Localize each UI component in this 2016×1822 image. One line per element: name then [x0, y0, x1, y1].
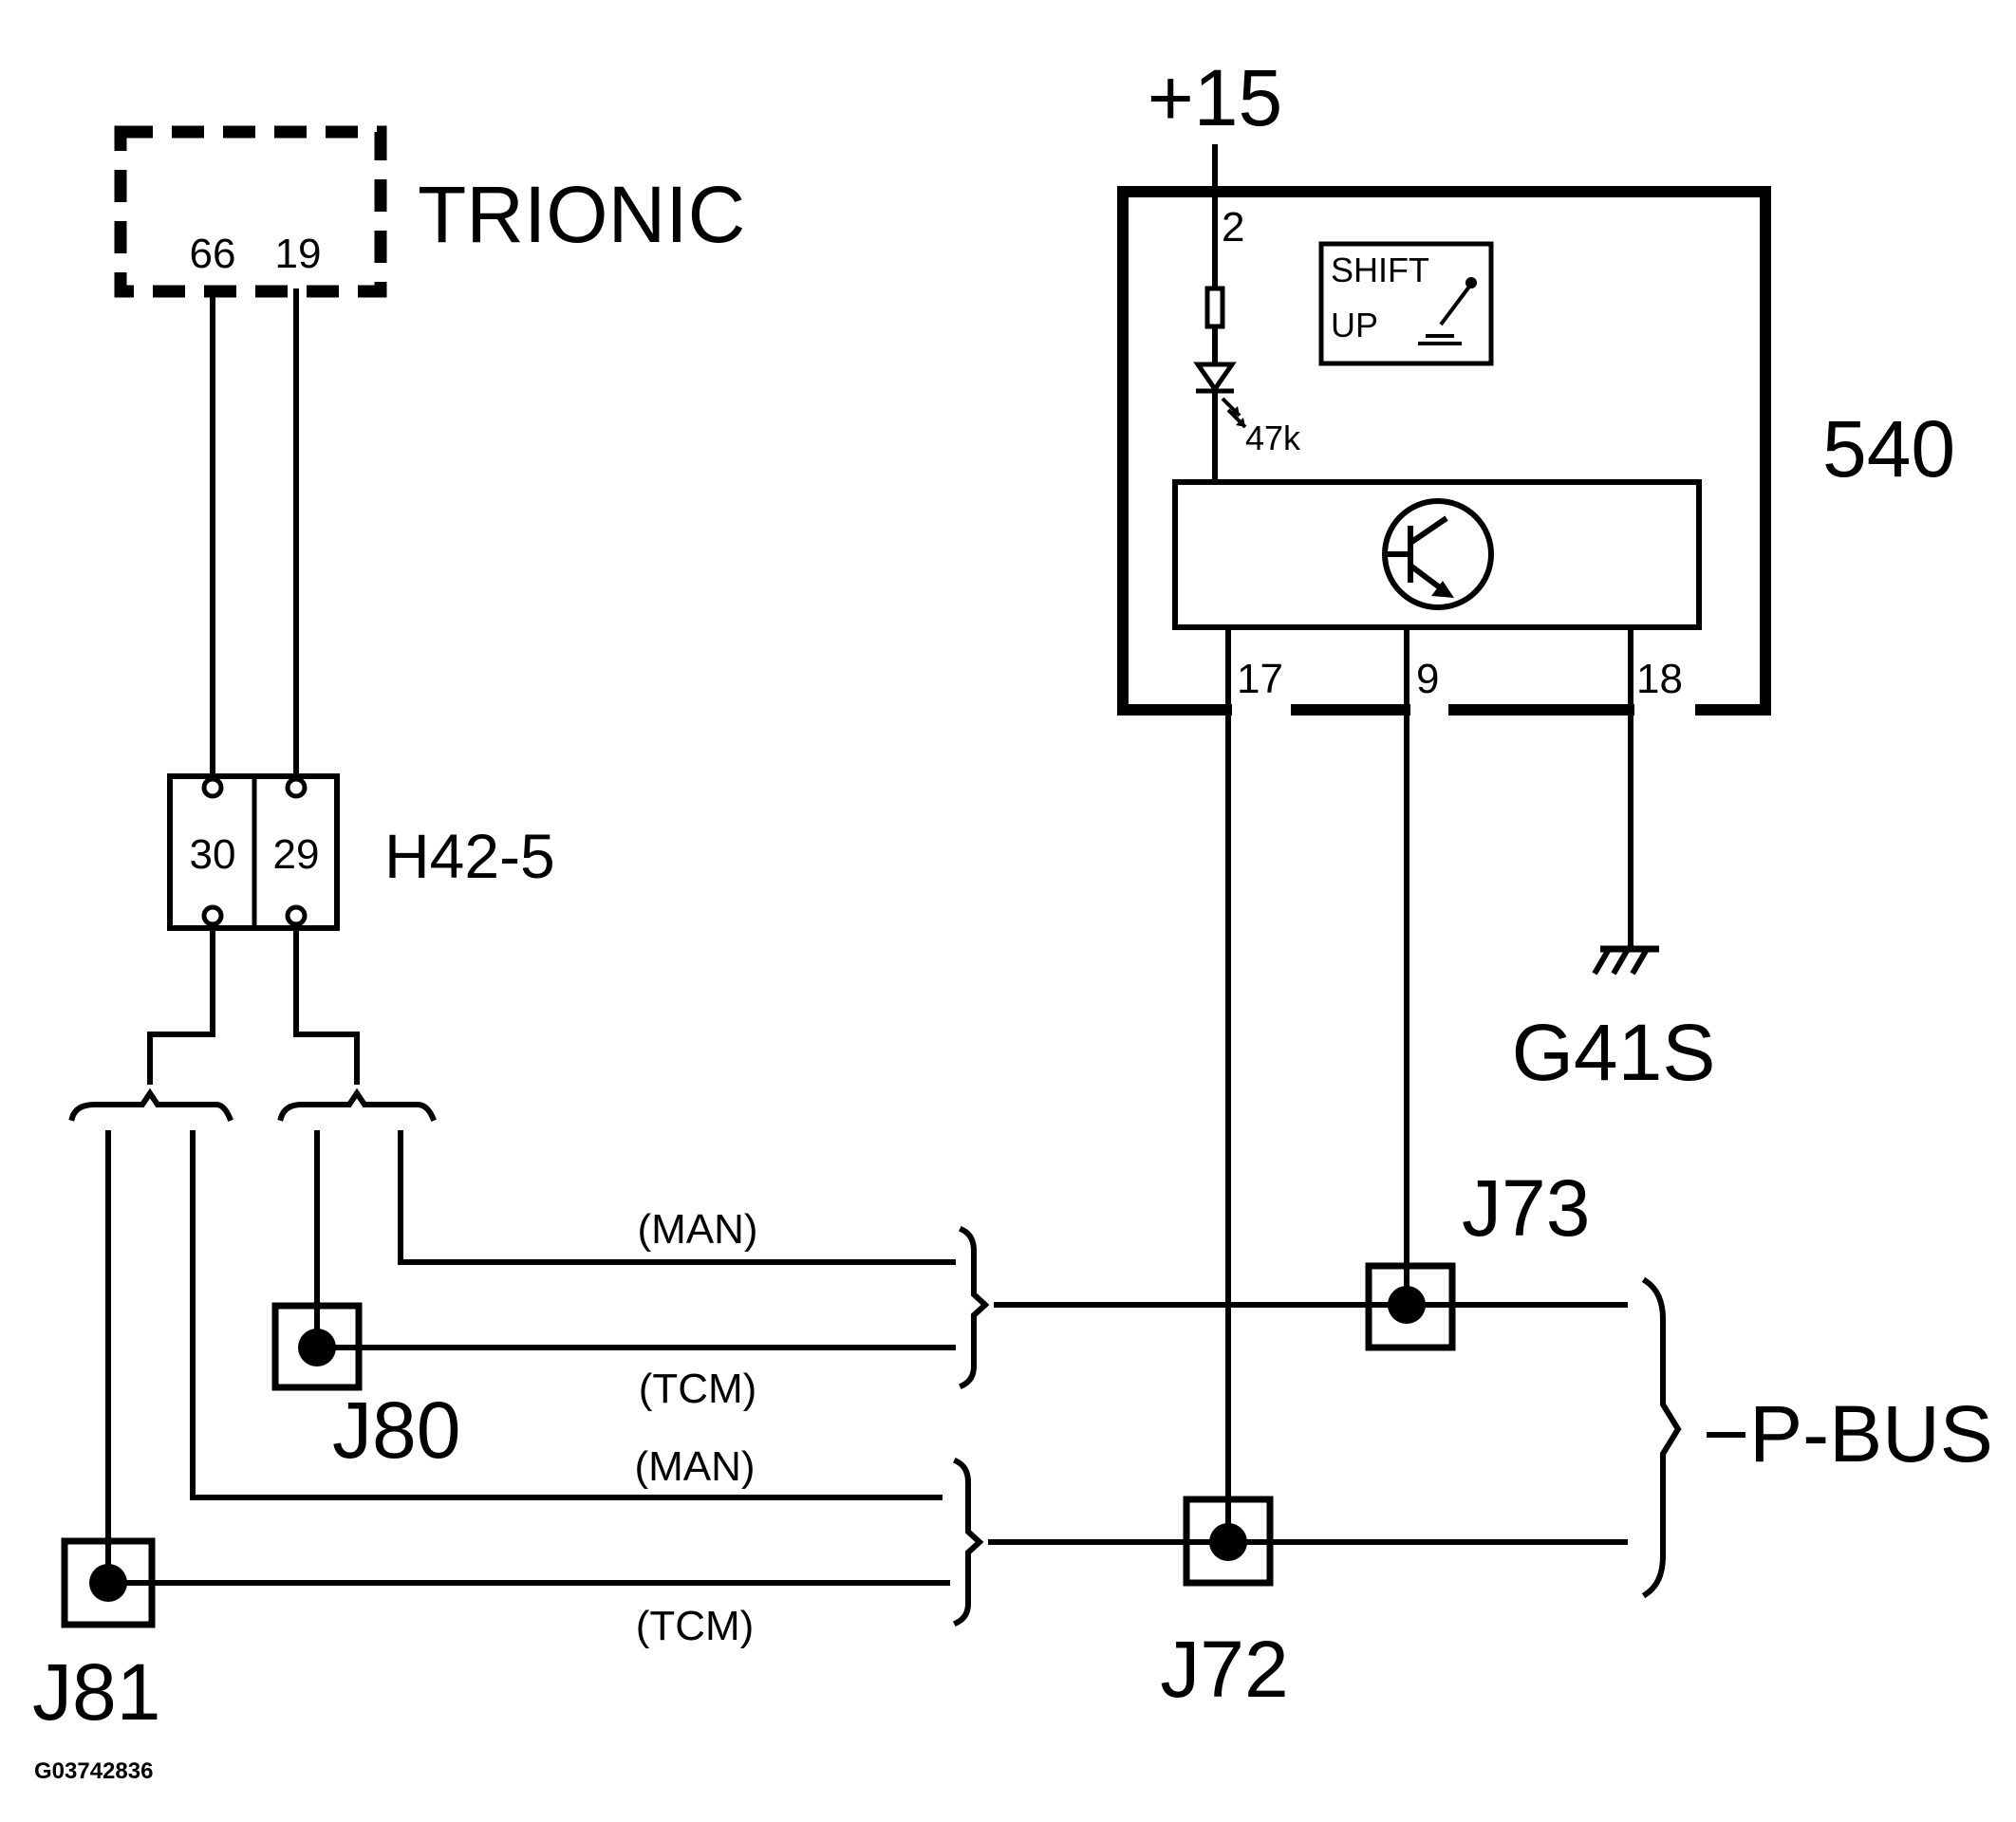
- shift-up-box: [1318, 241, 1494, 366]
- h42-5-connector: 30 29 H42-5: [167, 773, 555, 931]
- junction-j73-label: J73: [1462, 1163, 1590, 1253]
- wire-pin29-down: [293, 925, 360, 1085]
- supply-pin-2: 2: [1222, 204, 1244, 251]
- pin-18: 18: [1636, 656, 1683, 702]
- wire-tag-man-lower: (MAN): [634, 1443, 755, 1490]
- h42-5-label: H42-5: [384, 821, 555, 891]
- trionic-pin-19: 19: [275, 231, 322, 277]
- up-label: UP: [1331, 306, 1378, 344]
- junction-j80: [271, 1302, 363, 1391]
- shift-up-indicator: SHIFT UP: [1318, 241, 1494, 366]
- split-brace-left: [68, 1088, 233, 1122]
- trionic-pin-66: 66: [190, 231, 236, 277]
- led-icon: [1193, 362, 1247, 429]
- resistor-value: 47k: [1245, 418, 1301, 457]
- h42-terminal: [285, 904, 308, 927]
- trionic-component: TRIONIC 66 19: [114, 125, 745, 298]
- junction-j72: [1183, 1496, 1274, 1587]
- trionic-dashed-box: [114, 125, 387, 298]
- ground-icon: [1592, 945, 1659, 976]
- module-540-label: 540: [1822, 404, 1955, 493]
- wire-man-upper: [398, 1130, 956, 1265]
- ground-label: G41S: [1512, 1008, 1716, 1097]
- wire-tag-man-upper: (MAN): [637, 1206, 757, 1253]
- wire-tag-tcm-lower: (TCM): [636, 1603, 755, 1649]
- junction-j72-label: J72: [1160, 1625, 1288, 1714]
- wire-pin30-down: [147, 925, 215, 1085]
- gear-lever-icon: [1418, 277, 1477, 345]
- junction-j73: [1365, 1262, 1456, 1351]
- h42-pin-29: 29: [273, 831, 320, 878]
- merge-brace-upper: [958, 1225, 990, 1390]
- merge-brace-lower: [952, 1457, 984, 1627]
- pin-9: 9: [1416, 656, 1439, 702]
- split-brace-right: [277, 1088, 437, 1122]
- shift-label: SHIFT: [1331, 251, 1429, 289]
- wire-tag-tcm-upper: (TCM): [639, 1366, 757, 1412]
- figure-code: G03742836: [34, 1758, 153, 1784]
- p-bus-label: −P-BUS: [1703, 1389, 1993, 1478]
- supply-label: +15: [1148, 53, 1283, 142]
- h42-pin-30: 30: [190, 831, 236, 878]
- h42-terminal: [201, 904, 224, 927]
- h42-terminal: [201, 776, 224, 799]
- pin-17: 17: [1237, 656, 1283, 702]
- module-540: +15 540 2 47k SHIFT UP: [1117, 53, 1955, 1545]
- p-bus-text: P-BUS: [1749, 1389, 1993, 1478]
- resistor-symbol: [1204, 286, 1225, 329]
- junction-j81: [61, 1537, 156, 1628]
- wire-man-lower: [190, 1130, 943, 1500]
- p-bus-brace: [1641, 1276, 1682, 1599]
- trionic-label: TRIONIC: [418, 170, 745, 259]
- junction-j81-label: J81: [32, 1647, 160, 1737]
- transistor-icon: [1382, 498, 1494, 610]
- h42-terminal: [285, 776, 308, 799]
- junction-j80-label: J80: [332, 1385, 460, 1475]
